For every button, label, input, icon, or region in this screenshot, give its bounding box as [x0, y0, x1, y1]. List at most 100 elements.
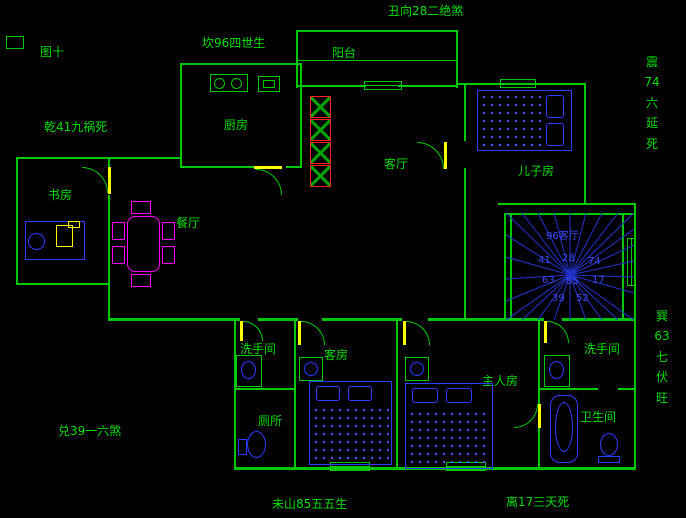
toilet-bowl-icon [600, 433, 618, 456]
room-label-toilet: 厕所 [258, 414, 283, 428]
wall-segment [464, 83, 466, 141]
stairs-number: 17 [592, 275, 605, 286]
room-label-balcony: 阳台 [332, 46, 357, 60]
compass-label-weishan: 未山85五五生 [272, 497, 348, 511]
bed [405, 383, 493, 469]
wall-segment [584, 203, 636, 205]
room-label-dining: 餐厅 [176, 216, 201, 230]
pillow [412, 388, 438, 403]
wall-segment [584, 83, 586, 205]
door-leaf [544, 321, 547, 343]
room-label-kitchen: 厨房 [224, 118, 249, 132]
stairs-number: 96客厅 [546, 231, 579, 242]
wall-segment [296, 85, 366, 87]
bed [309, 381, 392, 465]
pillow [348, 386, 372, 401]
basin-bowl-icon [304, 362, 318, 376]
wall-segment [234, 318, 236, 470]
door-leaf [240, 321, 243, 341]
wall-segment [16, 283, 110, 285]
dining-chair [112, 246, 125, 264]
stairs-number: 39 [552, 293, 565, 304]
door-leaf [108, 167, 111, 194]
wall-segment [108, 157, 110, 167]
wall-segment [538, 318, 540, 404]
stairs-number: 85 [566, 276, 579, 287]
sink-basin-icon [263, 80, 275, 88]
door-leaf [254, 166, 282, 169]
window-symbol [364, 81, 402, 90]
wall-segment [258, 318, 298, 321]
room-label-washroom-left: 洗手间 [240, 342, 277, 356]
door-arc [406, 321, 430, 345]
wall-segment [634, 203, 636, 470]
wall-segment [294, 318, 296, 470]
window-symbol [330, 462, 370, 471]
toilet-icon [236, 355, 262, 387]
wall-segment [562, 318, 634, 321]
compass-label-kan: 坎96四世生 [202, 36, 266, 50]
bathtub-icon [550, 395, 578, 463]
washbasin-icon [405, 357, 429, 381]
wall-segment [464, 203, 466, 320]
wall-segment [180, 63, 182, 168]
sink-icon [258, 76, 280, 92]
wall-segment [538, 428, 540, 470]
wall-segment [296, 30, 298, 88]
door-leaf [444, 142, 447, 169]
pillow [546, 95, 564, 118]
wall-segment [286, 166, 302, 168]
room-label-master: 主人房 [482, 374, 519, 388]
wall-segment [396, 318, 398, 470]
toilet-bowl-icon [549, 361, 564, 379]
toilet-tank-icon [598, 456, 620, 463]
room-label-living: 客厅 [384, 157, 409, 171]
bed [477, 90, 572, 151]
pillow [446, 388, 472, 403]
room-label-son: 儿子房 [518, 164, 555, 178]
compass-label-xun: 巽 63 七 伏 旺 [654, 309, 670, 405]
door-arc [514, 404, 538, 428]
room-label-study: 书房 [48, 188, 73, 202]
desk-item-icon [68, 221, 80, 228]
door-arc [256, 169, 282, 195]
room-label-bathroom: 卫生间 [580, 410, 617, 424]
stairs-number: 52 [576, 293, 589, 304]
wall-segment [296, 30, 458, 32]
figure-label: 图十 [40, 45, 65, 59]
mattress-dots [408, 410, 490, 466]
dining-table [127, 216, 160, 272]
room-label-washroom-right: 洗手间 [584, 342, 621, 356]
wall-segment [398, 85, 458, 87]
pillow [316, 386, 340, 401]
compass-label-top: 丑向28二绝煞 [388, 4, 464, 18]
compass-label-zhen: 震 74 六 延 死 [644, 55, 660, 151]
toilet-bowl-icon [241, 361, 256, 379]
sofa-seat [310, 142, 331, 164]
window-symbol [500, 79, 536, 88]
door-arc [243, 321, 263, 341]
door-arc [547, 321, 569, 343]
toilet-tank-icon [238, 439, 247, 455]
door-arc [82, 167, 108, 193]
wall-segment [234, 388, 296, 390]
door-arc [417, 142, 444, 169]
stairs-fan [506, 213, 634, 320]
wall-segment [16, 157, 18, 285]
dining-chair [162, 222, 175, 240]
dining-chair [131, 201, 151, 214]
office-chair-icon [56, 225, 73, 247]
wall-segment [428, 318, 544, 321]
wall-segment [296, 60, 458, 61]
wall-segment [300, 63, 302, 168]
wall-segment [108, 318, 240, 321]
compass-label-li: 离17三天死 [506, 495, 570, 509]
mattress-dots [312, 406, 389, 462]
stove-icon [210, 74, 248, 92]
sofa-seat [310, 96, 331, 118]
toilet-icon [544, 355, 570, 387]
wall-segment [108, 283, 110, 320]
wall-segment [618, 388, 636, 390]
toilet-bowl-icon [247, 431, 266, 458]
wall-segment [540, 388, 598, 390]
